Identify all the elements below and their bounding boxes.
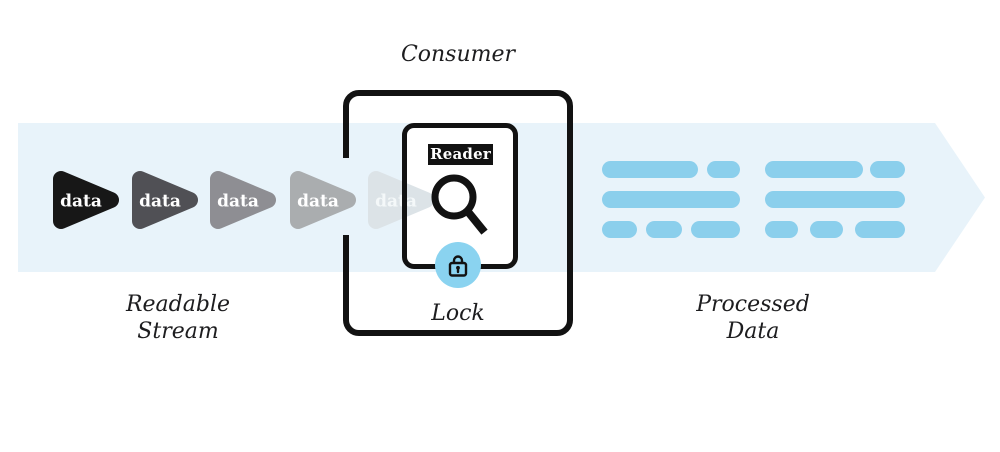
data-packet-label: data bbox=[139, 192, 181, 212]
processed-data-bar bbox=[707, 161, 740, 178]
lock-icon bbox=[448, 255, 468, 277]
processed-data-bar bbox=[870, 161, 905, 178]
processed-data-label-line2: Data bbox=[726, 319, 780, 344]
processed-data-group-2 bbox=[765, 161, 905, 251]
processed-data-row bbox=[602, 161, 740, 178]
processed-data-group-1 bbox=[602, 161, 740, 251]
lock-badge bbox=[435, 242, 481, 288]
processed-data-bar bbox=[810, 221, 843, 238]
data-packet-triangle-icon: data bbox=[289, 171, 356, 229]
processed-data-bar bbox=[602, 191, 740, 208]
processed-data-bar bbox=[765, 161, 863, 178]
processed-data-row bbox=[765, 161, 905, 178]
data-packet-triangle-icon: data bbox=[53, 171, 119, 229]
lock-label: Lock bbox=[431, 301, 485, 326]
processed-data-bar bbox=[765, 191, 905, 208]
reader-tag: Reader bbox=[428, 144, 493, 165]
processed-data-row bbox=[765, 191, 905, 208]
processed-data-label: Processed Data bbox=[673, 291, 833, 345]
processed-data-bar bbox=[602, 161, 698, 178]
readable-stream-label-line1: Readable bbox=[125, 292, 231, 317]
processed-data-row bbox=[602, 191, 740, 208]
readable-stream-label: Readable Stream bbox=[98, 291, 258, 345]
processed-data-row bbox=[765, 221, 905, 238]
data-packet-label: data bbox=[217, 192, 259, 212]
processed-data-bar bbox=[691, 221, 740, 238]
data-packet-triangle-icon: data bbox=[131, 171, 198, 229]
data-packet-4: data bbox=[287, 168, 359, 232]
processed-data-label-line1: Processed bbox=[696, 292, 810, 317]
data-packet-label: data bbox=[60, 192, 102, 212]
processed-data-bar bbox=[646, 221, 682, 238]
consumer-label: Consumer bbox=[400, 42, 516, 67]
data-packet-3: data bbox=[207, 168, 279, 232]
data-packet-1: data bbox=[50, 168, 122, 232]
magnifying-glass-icon bbox=[431, 174, 488, 235]
data-packet-triangle-icon: data bbox=[210, 171, 276, 229]
processed-data-bar bbox=[765, 221, 798, 238]
readable-stream-label-line2: Stream bbox=[137, 319, 219, 344]
processed-data-bar bbox=[602, 221, 637, 238]
processed-data-row bbox=[602, 221, 740, 238]
data-packet-label: data bbox=[297, 192, 339, 212]
processed-data-bar bbox=[855, 221, 905, 238]
data-packet-2: data bbox=[129, 168, 201, 232]
